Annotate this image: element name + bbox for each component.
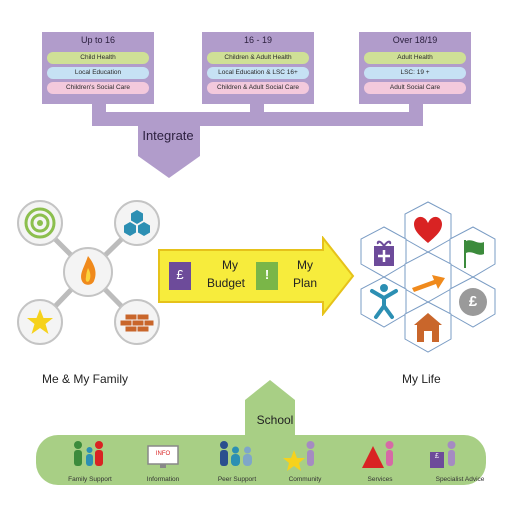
flame-icon — [63, 247, 113, 297]
plan-symbol-box — [256, 262, 278, 290]
budget-line2: Budget — [206, 276, 246, 290]
integrate-bar — [92, 112, 423, 126]
community-icon — [283, 441, 315, 471]
age-group-title: Over 18/19 — [392, 35, 438, 45]
information-icon — [147, 445, 179, 468]
plan-line1: My — [297, 258, 313, 272]
gift-icon — [374, 240, 394, 266]
service-pill: Local Education & LSC 16+ — [207, 67, 309, 79]
heart-icon — [414, 216, 442, 243]
target-icon — [17, 200, 63, 246]
service-label-information: Information — [146, 476, 180, 483]
coin-symbol: £ — [468, 293, 478, 310]
peer-support-icon — [220, 441, 252, 466]
service-pill: Local Education — [47, 67, 149, 79]
advice-symbol: £ — [435, 453, 439, 460]
service-pill: LSC: 19 + — [364, 67, 466, 79]
family-support-icon — [74, 441, 103, 466]
life-hexagons — [360, 201, 496, 353]
integrate-label: Integrate — [142, 128, 194, 143]
star-icon — [17, 299, 63, 345]
integrate-arrow — [138, 126, 200, 178]
service-pill: Adult Social Care — [364, 82, 466, 94]
hexagons-icon — [114, 200, 160, 246]
age-group-up-to-16: Up to 16 Child Health Local Education Ch… — [42, 32, 154, 104]
life-caption: My Life — [402, 372, 441, 386]
service-icons — [74, 441, 456, 471]
service-pill: Children & Adult Social Care — [207, 82, 309, 94]
pound-coin-icon — [459, 288, 487, 316]
person-icon — [370, 284, 398, 319]
service-pill: Children & Adult Health — [207, 52, 309, 64]
service-pill: Adult Health — [364, 52, 466, 64]
service-label-community: Community — [288, 476, 322, 483]
specialist-advice-icon — [430, 441, 456, 468]
info-sign: INFO — [155, 451, 171, 457]
budget-plan-arrow — [158, 236, 355, 316]
family-network — [17, 200, 160, 345]
budget-line1: My — [222, 258, 238, 272]
age-group-title: Up to 16 — [80, 35, 116, 45]
budget-symbol-box — [169, 262, 191, 290]
house-icon — [414, 313, 442, 342]
bricks-icon — [114, 299, 160, 345]
family-caption: Me & My Family — [42, 372, 129, 386]
plan-line2: Plan — [292, 276, 318, 290]
services-icon — [362, 441, 394, 468]
plan-symbol: ! — [264, 267, 270, 282]
flag-icon — [464, 240, 484, 268]
service-label-specialist-advice: Specialist Advice — [435, 476, 485, 483]
service-pill: Child Health — [47, 52, 149, 64]
service-label-services: Services — [367, 476, 393, 483]
service-pill: Children's Social Care — [47, 82, 149, 94]
school-label: School — [256, 413, 294, 427]
service-label-peer-support: Peer Support — [217, 476, 257, 483]
age-group-16-19: 16 - 19 Children & Adult Health Local Ed… — [202, 32, 314, 104]
age-group-title: 16 - 19 — [243, 35, 273, 45]
service-label-family-support: Family Support — [68, 476, 112, 483]
age-group-over-18: Over 18/19 Adult Health LSC: 19 + Adult … — [359, 32, 471, 104]
budget-symbol: £ — [176, 267, 184, 282]
arrow-icon — [412, 275, 445, 292]
